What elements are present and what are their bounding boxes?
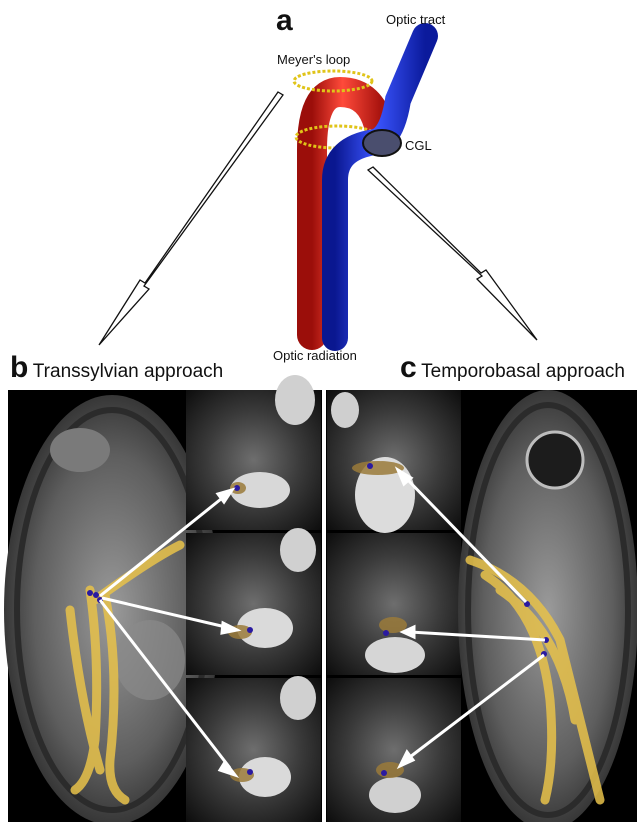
coronal-slices-b: [186, 375, 321, 822]
arrow-to-panel-c: [368, 167, 537, 340]
panel-b-title: Transsylvian approach: [33, 361, 223, 382]
panel-c-title: Temporobasal approach: [421, 361, 625, 382]
coronal-slices-c: [327, 390, 461, 822]
optic-tract-label: Optic tract: [386, 12, 445, 27]
panel-b-letter: b: [10, 351, 28, 384]
panel-c-heading: c Temporobasal approach: [400, 351, 625, 385]
panel-c-letter: c: [400, 351, 417, 384]
cgl-nucleus: [363, 130, 401, 156]
meyers-loop-label: Meyer's loop: [277, 52, 350, 67]
cgl-label: CGL: [405, 138, 432, 153]
optic-radiation-label: Optic radiation: [273, 348, 357, 363]
arrow-to-panel-b: [99, 92, 283, 345]
panel-a-letter: a: [276, 4, 293, 38]
panel-divider: [322, 390, 326, 822]
panel-b-heading: b Transsylvian approach: [10, 351, 223, 385]
